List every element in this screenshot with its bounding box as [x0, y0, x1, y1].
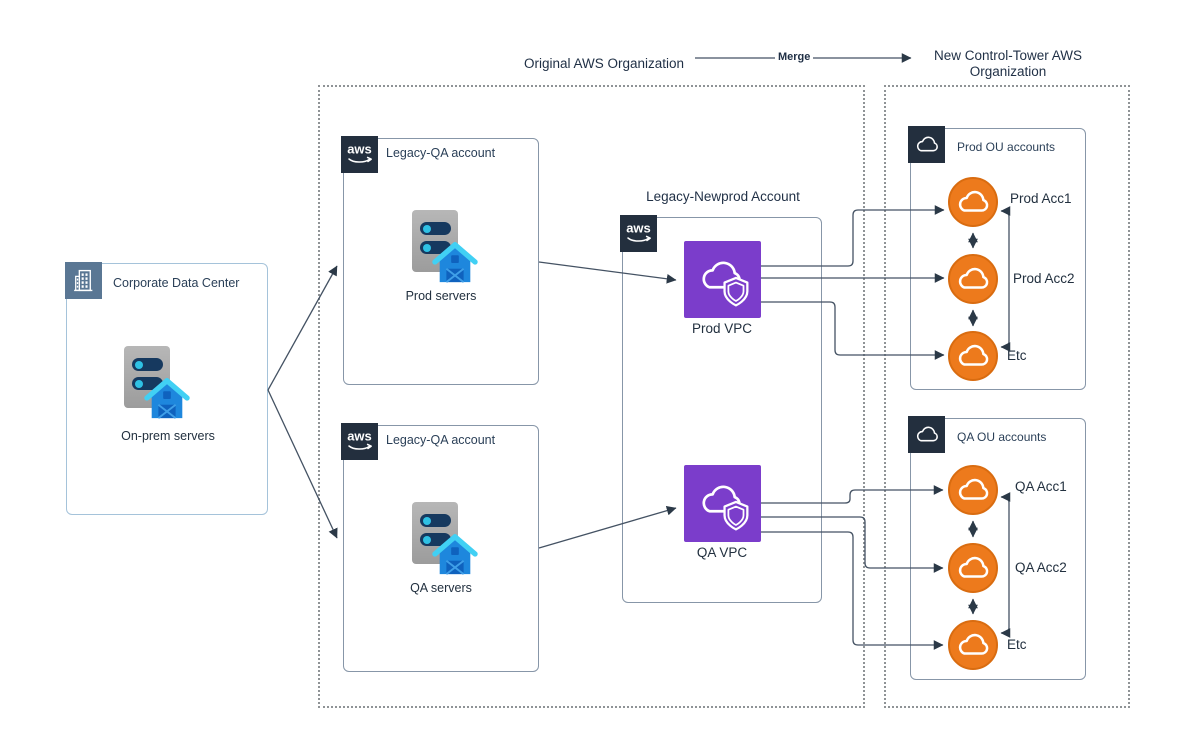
barn-icon: [432, 534, 478, 575]
account-cloud-icon: [948, 177, 998, 227]
onprem-servers-label: On-prem servers: [121, 429, 215, 443]
server-icon: [404, 502, 480, 578]
svg-text:aws: aws: [626, 221, 651, 236]
new-org-title-line1: New Control-Tower AWS: [933, 48, 1083, 63]
svg-text:aws: aws: [347, 429, 372, 444]
server-bay: [132, 377, 163, 390]
cloud-icon: [908, 126, 945, 163]
new-org-container: [884, 85, 1130, 708]
prod-servers-label: Prod servers: [405, 289, 477, 303]
account-cloud-icon: [948, 331, 998, 381]
svg-text:aws: aws: [347, 142, 372, 157]
original-org-title: Original AWS Organization: [523, 56, 685, 71]
account-cloud-icon: [948, 254, 998, 304]
qa-vpc-label: QA VPC: [696, 545, 748, 560]
barn-icon: [432, 242, 478, 283]
server-bay: [132, 358, 163, 371]
legacy-newprod-title: Legacy-Newprod Account: [646, 189, 800, 204]
qa-ou-box: [910, 418, 1086, 680]
server-bay: [420, 241, 451, 254]
aws-logo-icon: aws: [341, 423, 378, 460]
barn-icon: [144, 378, 190, 419]
server-bay: [420, 533, 451, 546]
prod-ou-title: Prod OU accounts: [957, 140, 1056, 154]
vpc-cloud-shield-icon: [684, 465, 761, 542]
legacy-qa-qa-title: Legacy-QA account: [386, 433, 496, 447]
prod-etc-label: Etc: [1007, 348, 1027, 363]
server-icon: [404, 210, 480, 286]
qa-ou-title: QA OU accounts: [957, 430, 1047, 444]
merge-label: Merge: [775, 51, 814, 63]
new-org-title-line2: Organization: [969, 64, 1047, 79]
account-cloud-icon: [948, 620, 998, 670]
server-icon: [116, 346, 192, 422]
account-cloud-icon: [948, 543, 998, 593]
vpc-cloud-shield-icon: [684, 241, 761, 318]
qa-servers-label: QA servers: [410, 581, 472, 595]
prod-ou-box: [910, 128, 1086, 390]
qa-acc1-label: QA Acc1: [1015, 479, 1067, 494]
server-bay: [420, 514, 451, 527]
aws-logo-icon: aws: [620, 215, 657, 252]
aws-logo-icon: aws: [341, 136, 378, 173]
building-icon: [65, 262, 102, 299]
qa-etc-label: Etc: [1007, 637, 1027, 652]
qa-acc2-label: QA Acc2: [1015, 560, 1067, 575]
cloud-icon: [908, 416, 945, 453]
prod-acc1-label: Prod Acc1: [1010, 191, 1072, 206]
prod-vpc-label: Prod VPC: [691, 321, 753, 336]
corporate-data-center-title: Corporate Data Center: [113, 276, 240, 290]
server-bay: [420, 222, 451, 235]
account-cloud-icon: [948, 465, 998, 515]
new-org-title: New Control-Tower AWS Organization: [908, 48, 1108, 80]
legacy-qa-prod-title: Legacy-QA account: [386, 146, 496, 160]
prod-acc2-label: Prod Acc2: [1013, 271, 1075, 286]
